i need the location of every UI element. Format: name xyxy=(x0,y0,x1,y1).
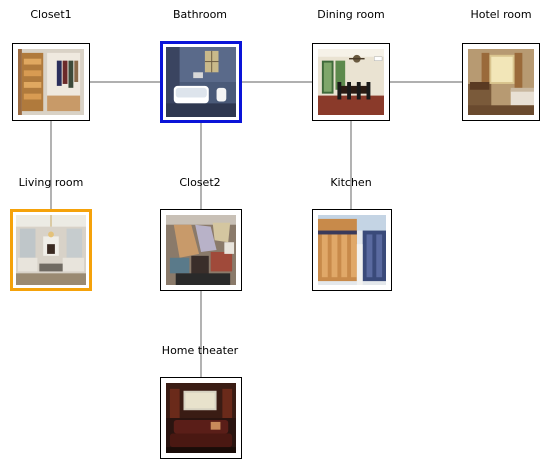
node-bathroom[interactable] xyxy=(160,41,242,123)
node-label-closet1: Closet1 xyxy=(30,8,72,21)
node-closet1[interactable] xyxy=(12,43,90,121)
node-label-dining-room: Dining room xyxy=(317,8,385,21)
closet-photo xyxy=(18,49,84,115)
node-label-hotel-room: Hotel room xyxy=(470,8,532,21)
node-dining-room[interactable] xyxy=(312,43,390,121)
living-room-photo xyxy=(16,215,86,285)
home-theater-photo xyxy=(166,383,236,453)
kitchen-photo xyxy=(318,215,386,285)
node-closet2[interactable] xyxy=(160,209,242,291)
dining-room-photo xyxy=(318,49,384,115)
hotel-room-photo xyxy=(468,49,534,115)
bathroom-photo xyxy=(166,47,236,117)
node-label-home-theater: Home theater xyxy=(161,344,239,357)
node-label-closet2: Closet2 xyxy=(179,176,221,189)
node-home-theater[interactable] xyxy=(160,377,242,459)
node-label-bathroom: Bathroom xyxy=(172,8,228,21)
node-living-room[interactable] xyxy=(10,209,92,291)
cluttered-closet-photo xyxy=(166,215,236,285)
node-hotel-room[interactable] xyxy=(462,43,540,121)
node-kitchen[interactable] xyxy=(312,209,392,291)
node-label-kitchen: Kitchen xyxy=(330,176,372,189)
node-label-living-room: Living room xyxy=(18,176,84,189)
